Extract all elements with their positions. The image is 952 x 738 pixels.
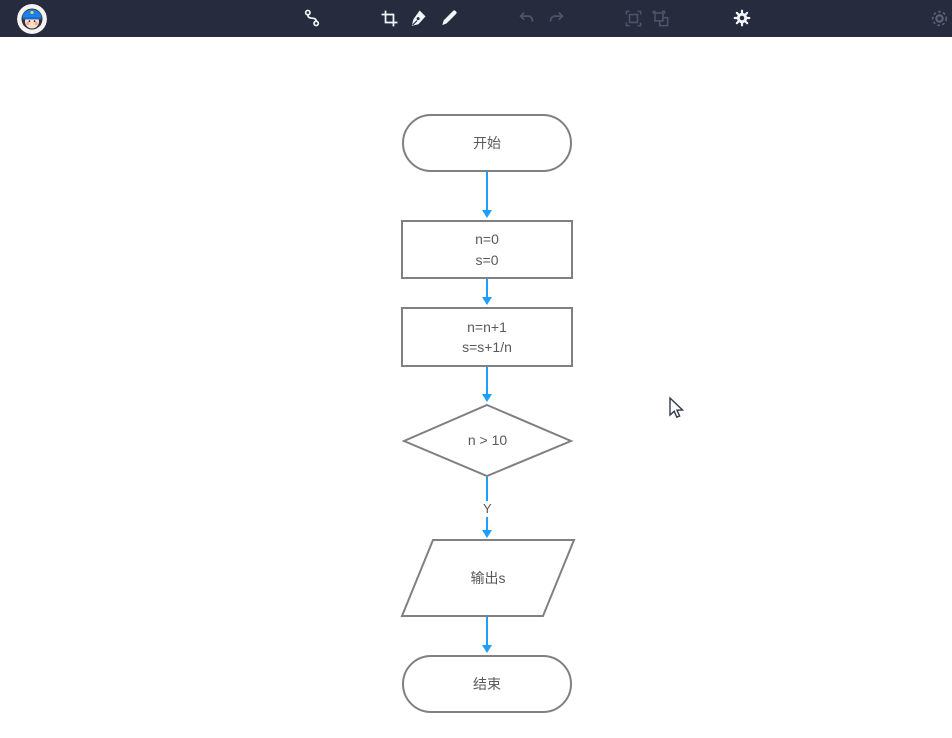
flowchart-layer [400,114,576,713]
ungroup-icon[interactable] [649,7,671,29]
pen-tool-icon[interactable] [407,7,429,29]
canvas[interactable]: 开始 n=0 s=0 n=n+1 s=s+1/n n > 10 Y 输出s 结束 [0,37,952,738]
flow-node-init[interactable] [401,220,573,279]
undo-icon[interactable] [515,7,537,29]
pencil-tool-icon[interactable] [438,7,460,29]
flow-edge-output-end[interactable] [482,617,492,653]
crop-tool-icon[interactable] [378,7,400,29]
top-toolbar [0,0,952,37]
flow-node-start[interactable] [402,114,572,172]
flow-node-decision[interactable] [401,403,574,478]
flow-edge-decision-output[interactable] [482,477,492,538]
flow-edge-loop-decision[interactable] [482,367,492,402]
connector-tool-icon[interactable] [301,7,323,29]
flow-node-output[interactable] [400,539,576,617]
flow-edge-start-init[interactable] [482,172,492,218]
settings-gear-icon[interactable] [731,7,753,29]
flow-edge-init-loop[interactable] [482,279,492,305]
avatar-icon [17,4,47,34]
flow-node-loop[interactable] [401,307,573,367]
flow-node-end[interactable] [402,655,572,713]
group-icon[interactable] [622,7,644,29]
redo-icon[interactable] [545,7,567,29]
target-icon[interactable] [928,7,950,29]
user-avatar[interactable] [17,4,47,34]
